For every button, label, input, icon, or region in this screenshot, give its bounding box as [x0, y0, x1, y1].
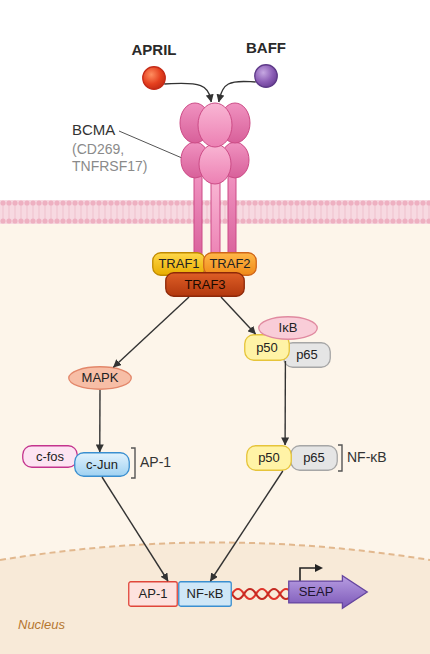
node-label: SEAP: [288, 575, 344, 609]
subunit-box: p65: [283, 342, 331, 368]
node-label: BAFF: [232, 39, 300, 57]
dna-strand: [232, 589, 292, 599]
inhibitor-ellipse: IκB: [258, 316, 318, 340]
subunit-box-fill: [23, 446, 78, 468]
adaptor-box-fill: [153, 253, 206, 276]
signal-arrow: [219, 81, 256, 102]
complex-bracket: [131, 448, 135, 478]
compartment-label: Nucleus: [18, 617, 65, 632]
receptor-part: [198, 103, 232, 147]
node-label: p65: [283, 342, 331, 368]
signal-arrow: [113, 297, 189, 367]
promoter-box: AP-1: [128, 581, 178, 607]
receptor-part: [211, 180, 220, 260]
receptor-shape: BCMA(CD269, TNFRSF17): [178, 102, 252, 260]
node-label: c-Jun: [74, 452, 130, 477]
subunit-box: p50: [246, 445, 292, 471]
signal-arrow: [102, 477, 168, 581]
cytoplasm: [0, 212, 430, 654]
signal-arrow: [284, 361, 286, 445]
subunit-box-fill: [291, 446, 338, 471]
reporter-arrow-fill: [289, 576, 368, 609]
subunit-box-fill: [284, 343, 331, 368]
nuclear-envelope: [0, 543, 430, 561]
subunit-box-fill: [75, 453, 130, 477]
ligand-circle-fill: [255, 65, 278, 88]
node-label: (CD269, TNFRSF17): [72, 141, 168, 175]
adaptor-box: TRAF3: [165, 272, 245, 297]
node-label: AP-1: [128, 581, 178, 607]
ligand-circle-fill: [143, 67, 166, 90]
promoter-box-fill: [179, 582, 232, 607]
reporter-arrow: SEAP: [288, 575, 368, 609]
subunit-box-fill: [245, 335, 290, 361]
nucleus-area: [0, 543, 430, 654]
dna-strand: [232, 589, 292, 599]
transcription-head: [315, 564, 323, 572]
ligand-circle: APRIL: [142, 66, 166, 90]
node-label: p65: [290, 445, 338, 471]
subunit-box: c-fos: [22, 445, 78, 468]
subunit-box: c-Jun: [74, 452, 130, 477]
node-label: c-fos: [22, 445, 78, 468]
signal-arrow: [99, 390, 101, 452]
node-label: TRAF3: [165, 272, 245, 297]
ligand-circle-outline: [254, 64, 278, 88]
signal-arrow: [221, 297, 256, 334]
node-label: p50: [246, 445, 292, 471]
complex-bracket: [338, 445, 342, 471]
kinase-ellipse: MAPK: [68, 366, 132, 390]
signal-arrow: [164, 83, 211, 102]
kinase-ellipse-fill: [69, 367, 132, 390]
complex-label: NF-κB: [347, 449, 387, 465]
inhibitor-ellipse-fill: [259, 317, 318, 340]
node-label: APRIL: [120, 41, 188, 59]
node-label: IκB: [258, 316, 318, 340]
subunit-box: p65: [290, 445, 338, 471]
ligand-circle: BAFF: [254, 64, 278, 88]
node-label: BCMA: [72, 122, 168, 138]
receptor-shape-outline: [178, 102, 252, 260]
node-label: MAPK: [68, 366, 132, 390]
promoter-box-fill: [129, 582, 178, 607]
receptor-part: [199, 144, 231, 184]
promoter-box: NF-κB: [178, 581, 232, 607]
adaptor-box-fill: [166, 273, 245, 297]
transcription-start: [300, 568, 317, 581]
signal-arrow: [210, 471, 282, 581]
receptor-part: [194, 176, 202, 260]
node-label: NF-κB: [178, 581, 232, 607]
complex-label: AP-1: [140, 454, 171, 470]
adaptor-box-fill: [204, 253, 257, 276]
subunit-box-fill: [247, 446, 292, 471]
ligand-circle-outline: [142, 66, 166, 90]
receptor-part: [228, 176, 236, 260]
